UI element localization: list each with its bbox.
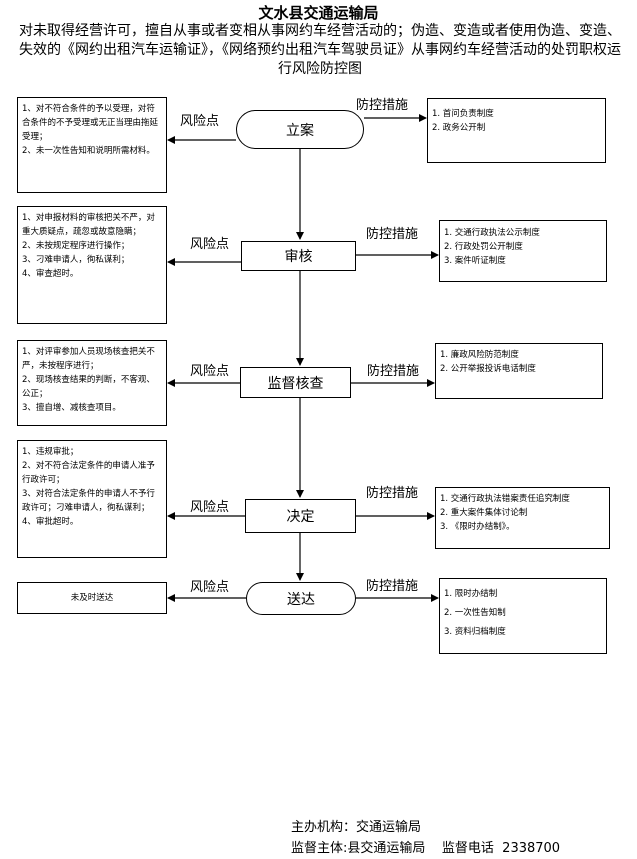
stage-node-shenhe: 审核	[241, 241, 356, 271]
control-box-jueding: 1. 交通行政执法错案责任追究制度 2. 重大案件集体讨论制 3. 《限时办结制…	[435, 487, 610, 549]
control-label-jiancha: 防控措施	[367, 364, 420, 379]
risk-label-songda: 风险点	[190, 580, 230, 595]
control-label-jueding: 防控措施	[366, 486, 419, 501]
risk-box-lian: 1、对不符合条件的予以受理，对符合条件的不予受理或无正当理由拖延受理； 2、未一…	[17, 97, 167, 193]
stage-node-lian: 立案	[236, 110, 364, 149]
control-label-lian: 防控措施	[356, 98, 409, 113]
risk-label-shenhe: 风险点	[190, 237, 230, 252]
control-box-lian: 1. 首问负责制度 2. 政务公开制	[427, 98, 606, 163]
stage-node-songda: 送达	[246, 582, 356, 615]
control-label-shenhe: 防控措施	[366, 227, 419, 242]
control-box-shenhe: 1. 交通行政执法公示制度 2. 行政处罚公开制度 3. 案件听证制度	[439, 220, 607, 282]
risk-box-jueding: 1、违规审批； 2、对不符合法定条件的申请人准予行政许可； 3、对符合法定条件的…	[17, 440, 167, 558]
footer-supervisor: 监督主体:县交通运输局 监督电话 2338700	[291, 841, 561, 856]
page-title: 文水县交通运输局	[258, 4, 379, 22]
risk-box-jiancha: 1、对评审参加人员现场核查把关不严，未按程序进行； 2、现场核查结果的判断，不客…	[17, 340, 167, 426]
risk-box-songda: 未及时送达	[17, 582, 167, 614]
risk-label-jueding: 风险点	[190, 500, 230, 515]
stage-node-jueding: 决定	[245, 499, 356, 533]
footer-organizer: 主办机构：交通运输局	[291, 820, 422, 835]
control-box-jiancha: 1. 廉政风险防范制度 2. 公开举报投诉电话制度	[435, 343, 603, 399]
control-box-songda: 1. 限时办结制 2. 一次性告知制 3. 资料归档制度	[439, 578, 607, 654]
stage-node-jiancha: 监督核查	[240, 367, 351, 398]
risk-box-shenhe: 1、对申报材料的审核把关不严，对重大质疑点，疏忽或故意隐瞒； 2、未按规定程序进…	[17, 206, 167, 324]
risk-label-jiancha: 风险点	[190, 364, 230, 379]
risk-label-lian: 风险点	[180, 114, 220, 129]
page-subtitle: 对未取得经营许可，擅自从事或者变相从事网约车经营活动的；伪造、变造或者使用伪造、…	[19, 23, 621, 77]
control-label-songda: 防控措施	[366, 579, 419, 594]
